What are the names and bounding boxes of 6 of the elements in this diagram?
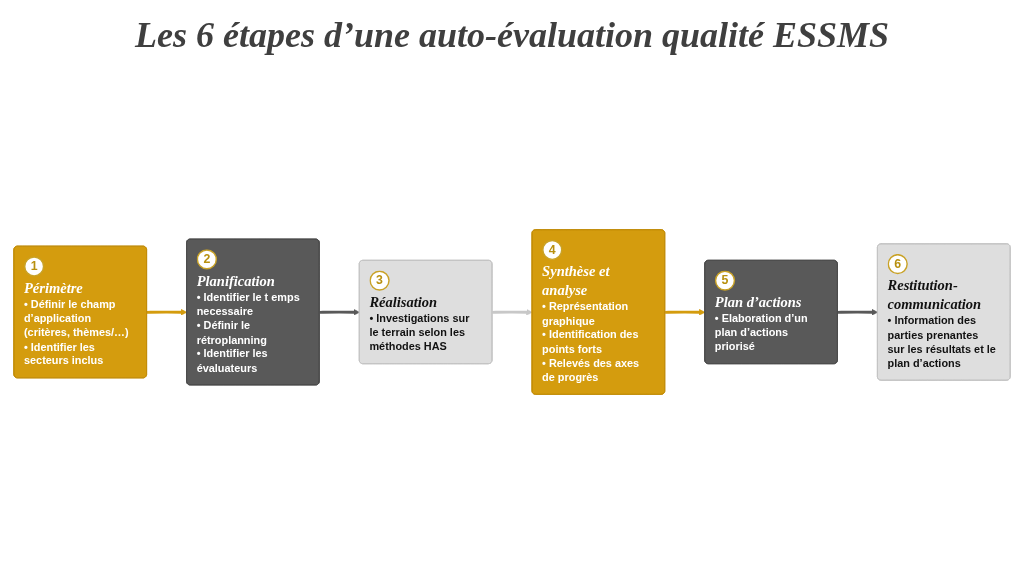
arrow xyxy=(319,309,360,316)
arrow xyxy=(146,309,188,316)
arrow xyxy=(837,309,879,316)
diagram-title: Les 6 étapes d’une auto-évaluation qualité ESSMS xyxy=(134,14,890,56)
arrow xyxy=(665,309,706,316)
arrow xyxy=(492,309,533,316)
